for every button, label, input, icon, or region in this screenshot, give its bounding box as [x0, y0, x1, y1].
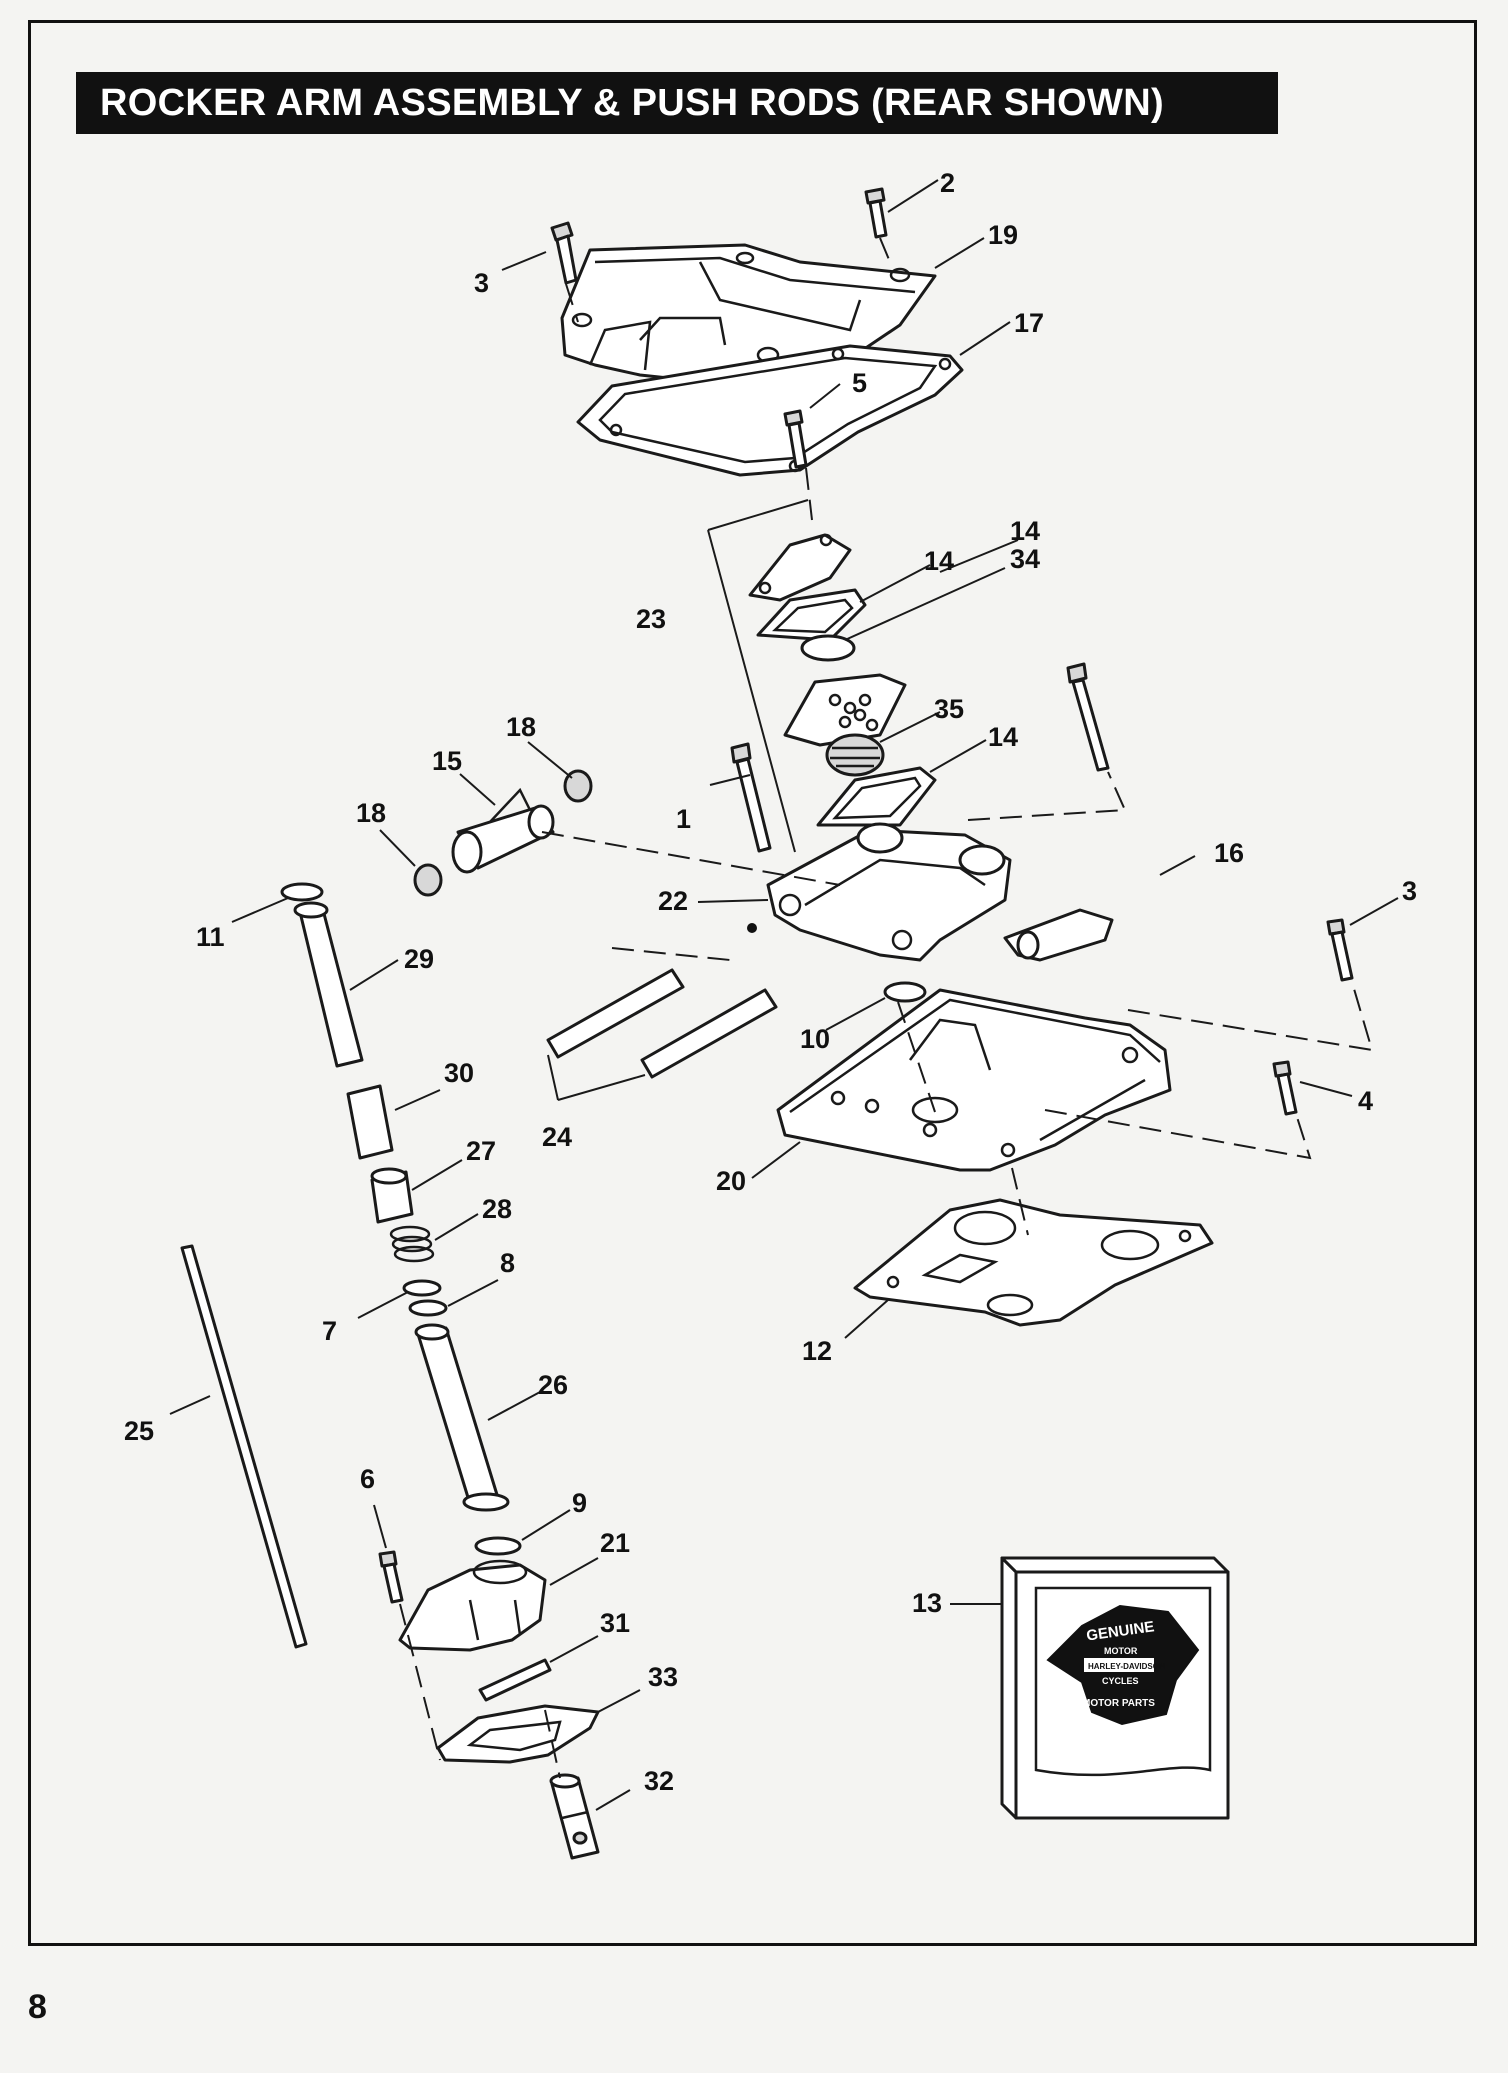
callout-34: 34 [1010, 544, 1040, 574]
callout-29: 29 [404, 944, 434, 974]
callout-14-mid: 14 [924, 546, 954, 576]
callout-18-left: 18 [356, 798, 386, 828]
callout-14-low: 14 [988, 722, 1018, 752]
bolt-3-right [1326, 918, 1354, 982]
callout-10: 10 [800, 1024, 830, 1054]
callout-32: 32 [644, 1766, 674, 1796]
push-rod-tube-upper-29 [293, 901, 364, 1068]
callout-8: 8 [500, 1248, 515, 1278]
rocker-housing [776, 988, 1172, 1172]
pin-31 [478, 1658, 552, 1702]
bolt-5 [783, 409, 808, 469]
callout-25: 25 [124, 1416, 154, 1446]
rocker-support-plate [766, 822, 1012, 962]
callout-14-top: 14 [1010, 516, 1040, 546]
callout-26: 26 [538, 1370, 568, 1400]
tube-sleeve-30 [346, 1084, 394, 1160]
breather-group-bracket [707, 499, 809, 853]
callout-35: 35 [934, 694, 964, 724]
push-rod-tube-lower-26 [414, 1323, 510, 1512]
callout-31: 31 [600, 1608, 630, 1638]
spring-cap-27 [370, 1167, 414, 1224]
page-frame [28, 20, 1477, 1946]
callout-9: 9 [572, 1488, 587, 1518]
breather-gasket-lower [816, 766, 937, 827]
bushing-18-left [413, 863, 443, 897]
genuine-motor-parts-logo: GENUINE MOTOR HARLEY-DAVIDSON CYCLES MOT… [1046, 1604, 1200, 1726]
o-ring-11 [280, 882, 324, 902]
page-title: ROCKER ARM ASSEMBLY & PUSH RODS (REAR SH… [76, 72, 1278, 134]
o-ring-34 [800, 634, 856, 662]
breather-cover [748, 533, 852, 602]
dowel-pin-dot [747, 923, 757, 933]
logo-text-cycles: CYCLES [1102, 1676, 1139, 1686]
callout-labels: 3 2 19 17 5 14 34 14 23 35 14 18 15 18 1… [124, 168, 1417, 1796]
callout-3-top: 3 [474, 268, 489, 298]
callout-4: 4 [1358, 1086, 1373, 1116]
callout-6: 6 [360, 1464, 375, 1494]
housing-gasket [853, 1198, 1214, 1327]
o-ring-7 [402, 1279, 442, 1297]
bolt-3-top [550, 221, 578, 285]
callout-11: 11 [196, 922, 225, 952]
hydraulic-lifter-32 [549, 1773, 600, 1860]
o-ring-10 [883, 981, 927, 1003]
bolt-2 [864, 187, 888, 239]
logo-text-motor: MOTOR [1104, 1646, 1138, 1656]
o-ring-8 [408, 1299, 448, 1317]
callout-7: 7 [322, 1316, 337, 1346]
logo-text-brand: HARLEY-DAVIDSON [1088, 1662, 1165, 1671]
tappet-cover-21 [398, 1559, 547, 1652]
callout-23: 23 [636, 604, 666, 634]
callout-33: 33 [648, 1662, 678, 1692]
callout-5: 5 [852, 368, 867, 398]
callout-21: 21 [600, 1528, 630, 1558]
callout-30: 30 [444, 1058, 474, 1088]
spring-28 [389, 1225, 435, 1263]
callout-1: 1 [676, 804, 691, 834]
callout-15: 15 [432, 746, 462, 776]
callout-12: 12 [802, 1336, 832, 1366]
callout-16: 16 [1214, 838, 1244, 868]
leader-lines [169, 179, 1399, 1811]
rocker-arm-15 [451, 787, 555, 874]
breather-filter [825, 733, 885, 777]
callout-3-right: 3 [1402, 876, 1417, 906]
callout-28: 28 [482, 1194, 512, 1224]
page-number: 8 [28, 1988, 47, 2026]
callout-18-right: 18 [506, 712, 536, 742]
callout-24: 24 [542, 1122, 572, 1152]
callout-22: 22 [658, 886, 688, 916]
breather-valve-plate [783, 673, 907, 747]
callout-13: 13 [912, 1588, 942, 1618]
rocker-shafts-24 [546, 968, 778, 1079]
bolt-1 [730, 742, 772, 853]
callout-2: 2 [940, 168, 955, 198]
callout-27: 27 [466, 1136, 496, 1166]
callout-20: 20 [716, 1166, 746, 1196]
callout-19: 19 [988, 220, 1018, 250]
tappet-gasket-33 [436, 1704, 600, 1764]
o-ring-9 [474, 1536, 522, 1556]
logo-text-motor-parts: MOTOR PARTS [1082, 1698, 1155, 1709]
bolt-4 [1272, 1060, 1298, 1116]
alignment-lines [399, 237, 1374, 1779]
push-rod-25 [180, 1244, 308, 1649]
callout-17: 17 [1014, 308, 1044, 338]
rocker-arm-16 [1003, 908, 1114, 962]
bolt-6 [378, 1550, 404, 1604]
bolt-long-right [1066, 662, 1110, 772]
